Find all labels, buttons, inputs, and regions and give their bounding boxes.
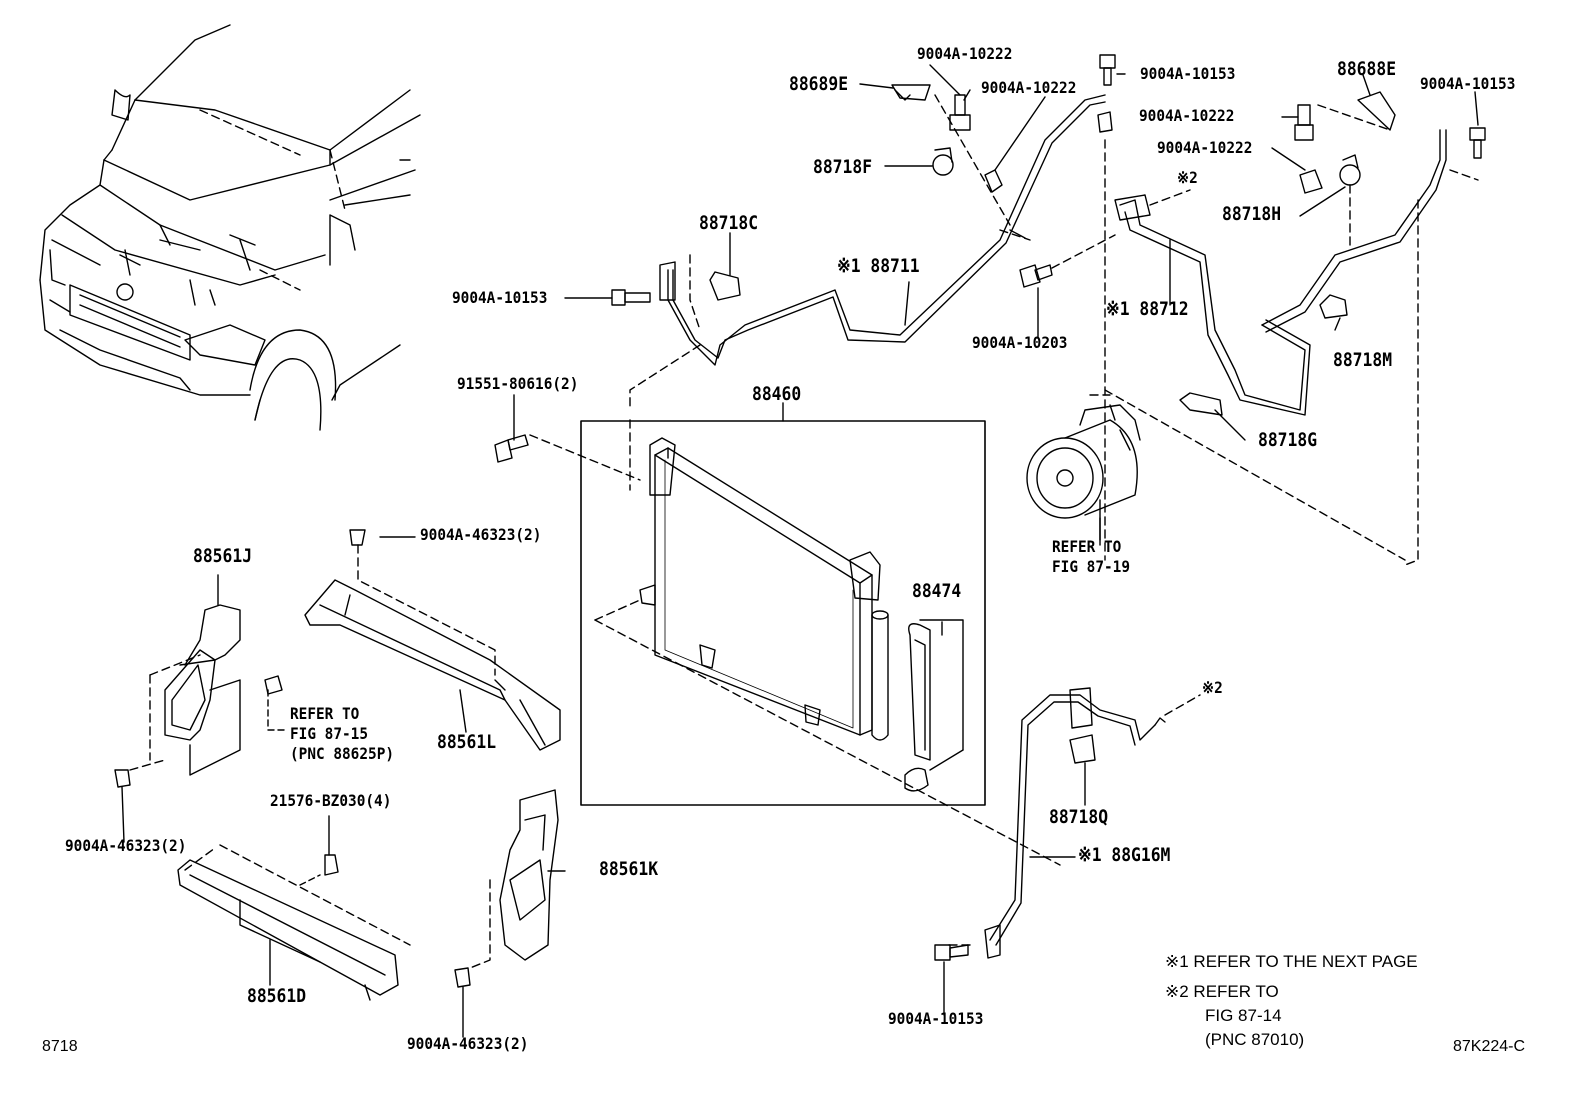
- label-clip-46323-left: 9004A-46323(2): [65, 836, 187, 855]
- compressor-reference-line-2: FIG 87-19: [1052, 557, 1131, 576]
- fig-87-15-reference-line-2: FIG 87-15: [290, 724, 369, 743]
- label-88561d: 88561D: [247, 985, 307, 1007]
- bolt-bottom-10153: [934, 944, 969, 961]
- label-ref-x2-mid: ※2: [1202, 678, 1223, 697]
- clip-88625p: [264, 675, 283, 695]
- label-88718m: 88718M: [1333, 349, 1393, 371]
- label-clip-46323-bottom: 9004A-46323(2): [407, 1034, 529, 1053]
- figure-id: 87K224-C: [1453, 1038, 1526, 1055]
- label-bolt-91551: 91551-80616(2): [457, 374, 579, 393]
- seal-88561j: [164, 604, 241, 776]
- fig-87-15-reference: REFER TO FIG 87-15 (PNC 88625P): [290, 704, 394, 764]
- bracket-88688e: [1357, 91, 1396, 131]
- label-88474: 88474: [912, 580, 962, 602]
- clip-46323-left: [114, 769, 131, 788]
- label-88718q: 88718Q: [1049, 806, 1109, 828]
- bolt-10203: [1019, 264, 1053, 288]
- seal-88561k: [499, 789, 559, 961]
- condenser-guides: [529, 344, 1061, 866]
- bracket-88689e: [891, 84, 931, 101]
- label-bolt-10153-top: 9004A-10153: [1140, 64, 1236, 83]
- hose-88712: [1114, 129, 1447, 416]
- footnote-2-line-2: FIG 87-14: [1205, 1006, 1282, 1025]
- label-88g16m: ※1 88G16M: [1078, 844, 1171, 866]
- label-88718c: 88718C: [699, 212, 759, 234]
- label-bolt-10222-mid: 9004A-10222: [981, 78, 1077, 97]
- label-ref-x2-top: ※2: [1177, 168, 1198, 187]
- label-bolt-10153-right: 9004A-10153: [1420, 74, 1516, 93]
- bolt-left-10153: [611, 289, 651, 306]
- label-88688e: 88688E: [1337, 58, 1397, 80]
- bolt-91551: [494, 434, 529, 463]
- label-88689e: 88689E: [789, 73, 849, 95]
- page-code: 8718: [42, 1038, 78, 1055]
- label-bolt-10222-r1: 9004A-10222: [1139, 106, 1235, 125]
- fig-87-15-reference-line-3: (PNC 88625P): [290, 744, 395, 763]
- label-bolt-10153-left: 9004A-10153: [452, 288, 548, 307]
- bolts-top: [949, 54, 1116, 561]
- label-clip-21576: 21576-BZ030(4): [270, 791, 392, 810]
- compressor: [1026, 404, 1141, 541]
- label-bolt-10153-bottom: 9004A-10153: [888, 1009, 984, 1028]
- label-88718f: 88718F: [813, 156, 873, 178]
- label-88712: ※1 88712: [1106, 298, 1189, 320]
- label-bolt-10203: 9004A-10203: [972, 333, 1068, 352]
- clip-46323-top: [349, 529, 366, 546]
- clamp-88718g: [1179, 392, 1223, 416]
- footnote-1: ※1 REFER TO THE NEXT PAGE: [1165, 952, 1418, 971]
- leader-lines: [121, 64, 1479, 1038]
- label-clip-46323-top: 9004A-46323(2): [420, 525, 542, 544]
- seal-88561d: [177, 859, 399, 1001]
- condenser-box: [580, 402, 986, 806]
- clip-46323-bottom: [454, 967, 471, 988]
- desiccant-strip: [904, 619, 964, 792]
- clip-21576: [324, 854, 339, 876]
- receiver-tank: [871, 610, 889, 741]
- label-88718g: 88718G: [1258, 429, 1318, 451]
- hose-88g16m: [984, 687, 1166, 959]
- clamp-88718f: [932, 154, 954, 176]
- clamp-88718c: [709, 271, 741, 301]
- compressor-reference: REFER TO FIG 87-19: [1052, 537, 1130, 577]
- fig-87-15-reference-line-1: REFER TO: [290, 704, 360, 723]
- label-88460: 88460: [752, 383, 802, 405]
- bolts-right: [1294, 104, 1486, 194]
- label-88718h: 88718H: [1222, 203, 1282, 225]
- label-bolt-10222-top: 9004A-10222: [917, 44, 1013, 63]
- compressor-reference-line-1: REFER TO: [1052, 537, 1122, 556]
- clamp-88718m: [1319, 294, 1348, 319]
- label-bolt-10222-r2: 9004A-10222: [1157, 138, 1253, 157]
- vehicle-drawing: [39, 24, 421, 431]
- footnote-2: ※2 REFER TO FIG 87-14 (PNC 87010): [1165, 980, 1304, 1052]
- clamp-88718h: [1339, 164, 1361, 186]
- condenser-core: [639, 437, 881, 736]
- label-88561j: 88561J: [193, 545, 253, 567]
- label-88711: ※1 88711: [837, 255, 920, 277]
- hose-88711: [659, 94, 1113, 366]
- footnote-2-line-1: ※2 REFER TO: [1165, 982, 1279, 1001]
- label-88561k: 88561K: [599, 858, 659, 880]
- seal-88561l: [304, 579, 561, 751]
- label-88561l: 88561L: [437, 731, 497, 753]
- footnote-2-line-3: (PNC 87010): [1205, 1030, 1305, 1049]
